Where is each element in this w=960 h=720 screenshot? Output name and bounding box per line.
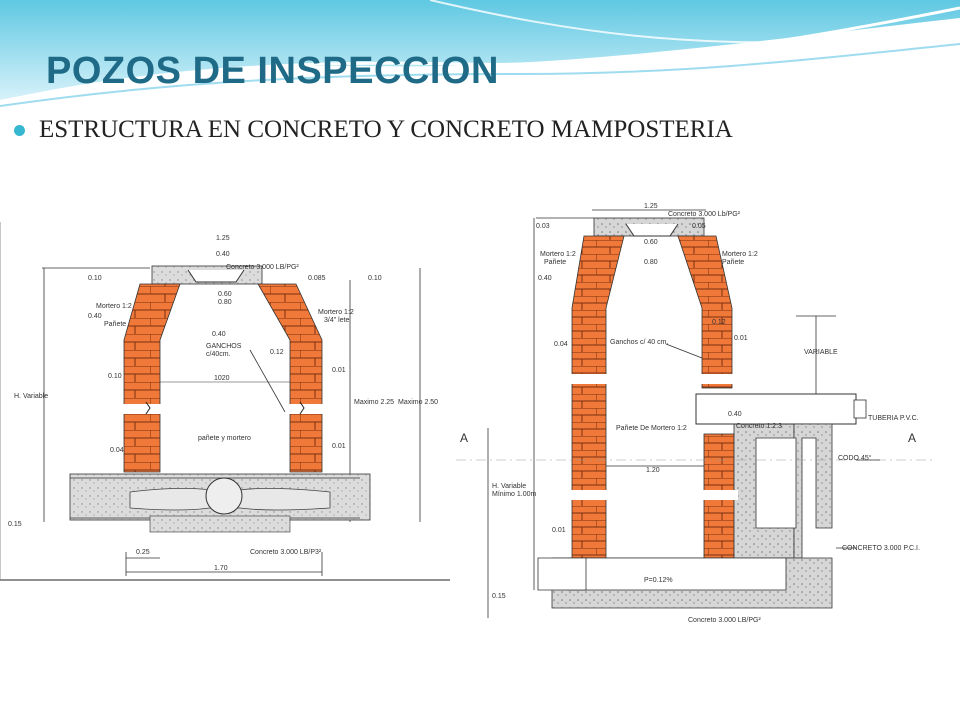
right-manhole-svg: 1.25 Concreto 3.000 Lb/PG² 0.03 0.05 0.6… (456, 203, 936, 624)
right-label-slope: P=0.12% (644, 577, 673, 584)
left-label-h-variable: H. Variable (14, 393, 48, 400)
left-label-dim-015: 0.15 (8, 521, 22, 528)
right-label-dim-015: 0.15 (492, 593, 506, 600)
right-label-mortar-left: Mortero 1:2 (540, 251, 576, 258)
left-label-concrete-top: Concreto 3.000 LB/PG² (226, 264, 299, 271)
right-label-dim-040-b: 0.40 (728, 411, 742, 418)
left-label-max-225: Maximo 2.25 (354, 399, 394, 406)
right-label-dim-005: 0.05 (692, 223, 706, 230)
left-label-dim-001-a: 0.01 (332, 367, 346, 374)
right-label-section-a-right: A (908, 431, 916, 445)
left-label-concrete-bottom: Concreto 3.000 LB/P3² (250, 549, 322, 556)
right-label-dim-060: 0.60 (644, 239, 658, 246)
right-label-dim-012: 0.12 (712, 319, 726, 326)
left-label-pane-left: Pañete (104, 321, 126, 328)
left-label-ganchos: GANCHOS (206, 343, 242, 350)
left-manhole-drawing: 1.25 0.40 Concreto 3.000 LB/PG² 0.10 0.1… (0, 222, 450, 584)
right-label-minimo: Mínimo 1.00m (492, 491, 537, 498)
left-label-mortar-right: Mortero 1:2 (318, 309, 354, 316)
bullet-dot-icon (14, 124, 25, 136)
left-label-dim-001-b: 0.01 (332, 443, 346, 450)
header-wave-decoration (0, 0, 960, 107)
right-manhole-drawing: 1.25 Concreto 3.000 Lb/PG² 0.03 0.05 0.6… (456, 198, 936, 630)
left-label-panete-mortero: pañete y mortero (198, 435, 251, 442)
left-label-mortar-left: Mortero 1:2 (96, 303, 132, 310)
left-label-ganchos-spacing: c/40cm. (206, 351, 231, 358)
left-manhole-svg: 1.25 0.40 Concreto 3.000 LB/PG² 0.10 0.1… (0, 222, 450, 581)
right-label-concreto-3000-pci: CONCRETO 3.000 P.C.I. (842, 545, 920, 552)
left-label-dim-040-mid: 0.40 (212, 331, 226, 338)
right-label-codo: CODO 45° (838, 454, 872, 462)
right-label-dim-040: 0.40 (538, 275, 552, 282)
bullet-item: ESTRUCTURA EN CONCRETO Y CONCRETO MAMPOS… (14, 116, 733, 144)
right-label-concrete-bottom: Concreto 3.000 LB/PG² (688, 617, 761, 624)
left-label-top-width: 1.25 (216, 235, 230, 242)
left-label-side-top-left: 0.10 (88, 275, 102, 282)
left-label-dim-004: 0.04 (110, 447, 124, 454)
right-label-ganchos: Ganchos c/ 40 cm. (610, 339, 668, 346)
right-label-concreto-123: Concreto 1:2:3 (736, 423, 782, 430)
right-label-top-width: 1.25 (644, 203, 658, 210)
left-label-inner-width: 1020 (214, 375, 230, 382)
left-label-dim-080: 0.80 (218, 299, 232, 306)
left-label-dim-040-left: 0.40 (88, 313, 102, 320)
right-label-dim-003: 0.03 (536, 223, 550, 230)
right-label-variable: VARIABLE (804, 349, 838, 356)
bullet-text: ESTRUCTURA EN CONCRETO Y CONCRETO MAMPOS… (39, 116, 733, 143)
right-label-pane-right: Pañete (722, 259, 744, 266)
left-label-pane-right: 3/4" lete (324, 317, 350, 324)
left-label-dim-060: 0.60 (218, 291, 232, 298)
right-label-h-variable: H. Variable (492, 483, 526, 490)
right-label-dim-004: 0.04 (554, 341, 568, 348)
left-label-side-top-right: 0.10 (368, 275, 382, 282)
left-label-dim-010: 0.10 (108, 373, 122, 380)
left-label-dim-012: 0.12 (270, 349, 284, 356)
left-label-top-inner: 0.40 (216, 251, 230, 258)
right-label-dim-080: 0.80 (644, 259, 658, 266)
right-label-section-a-left: A (460, 431, 468, 445)
page-title: POZOS DE INSPECCION (46, 50, 499, 92)
right-label-dim-001: 0.01 (734, 335, 748, 342)
right-label-dim-120: 1.20 (646, 467, 660, 474)
left-label-max-250: Maximo 2.50 (398, 399, 438, 406)
left-label-dim-085: 0.085 (308, 275, 326, 282)
right-label-concrete-top: Concreto 3.000 Lb/PG² (668, 211, 741, 218)
right-label-tuberia: TUBERIA P.V.C. (868, 415, 919, 422)
right-label-panete-mortero: Pañete De Mortero 1:2 (616, 425, 687, 432)
right-label-pane-left: Pañete (544, 259, 566, 266)
right-label-dim-001-b: 0.01 (552, 527, 566, 534)
left-label-bottom-width: 1.70 (214, 565, 228, 572)
left-label-dim-025: 0.25 (136, 549, 150, 556)
right-label-mortar-right: Mortero 1:2 (722, 251, 758, 258)
